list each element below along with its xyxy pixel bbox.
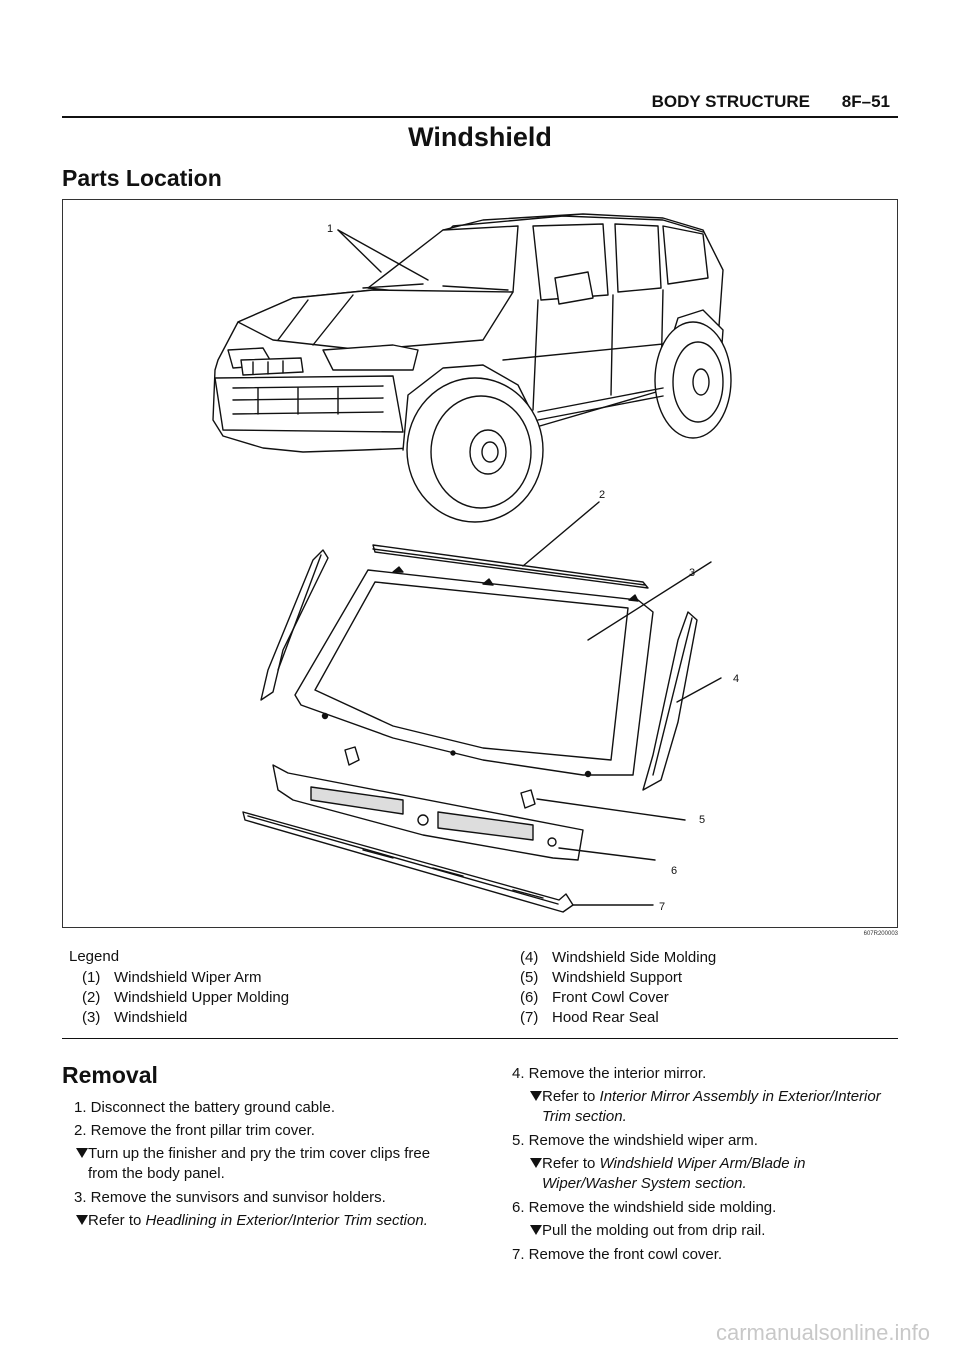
vehicle-illustration — [212, 213, 732, 523]
legend-column-right: (4) Windshield Side Molding (5) Windshield… — [520, 948, 716, 1028]
legend-item: (2) Windshield Upper Molding — [82, 988, 289, 1008]
legend-title: Legend — [69, 948, 120, 965]
removal-note: Turn up the finisher and pry the trim co… — [74, 1144, 464, 1184]
note-reference: Windshield Wiper Arm/Blade in Wiper/Wash… — [542, 1155, 806, 1192]
removal-step: 1. Disconnect the battery ground cable. — [74, 1099, 335, 1116]
removal-step: 6. Remove the windshield side molding. — [512, 1199, 777, 1216]
note-triangle-icon — [530, 1225, 542, 1235]
legend-item: (6) Front Cowl Cover — [520, 988, 716, 1008]
right-side-molding-part — [642, 611, 722, 791]
watermark: carmanualsonline.info — [715, 1320, 930, 1345]
figure-code: 607R200003 — [863, 931, 898, 937]
front-cowl-cover-part — [272, 764, 656, 861]
legend-number: (1) — [82, 969, 101, 986]
parts-illustration: 1 2 3 4 5 6 7 — [212, 213, 739, 913]
callout-5: 5 — [699, 814, 705, 826]
removal-note: Refer to Interior Mirror Assembly in Ext… — [512, 1087, 900, 1127]
callout-3: 3 — [689, 567, 695, 579]
header-page-number: 8F–51 — [841, 92, 890, 111]
legend-label: Windshield Upper Molding — [114, 989, 290, 1006]
windshield-part — [294, 561, 712, 778]
legend-label: Windshield Side Molding — [552, 949, 717, 966]
callout-2: 2 — [599, 489, 605, 501]
callout-7: 7 — [659, 901, 665, 913]
legend-number: (7) — [520, 1009, 539, 1026]
note-text: Refer to — [88, 1212, 146, 1229]
legend-column-left: (1) Windshield Wiper Arm (2) Windshield Up… — [82, 968, 289, 1028]
upper-molding-part — [372, 501, 649, 589]
legend-label: Front Cowl Cover — [552, 989, 669, 1006]
note-triangle-icon — [76, 1215, 88, 1225]
removal-note: Refer to Windshield Wiper Arm/Blade in W… — [512, 1154, 900, 1194]
note-reference: Headlining in Exterior/Interior Trim sec… — [145, 1212, 428, 1229]
legend-number: (4) — [520, 949, 539, 966]
legend-divider — [62, 1038, 898, 1039]
page-header: BODY STRUCTURE 8F–51 — [62, 88, 898, 118]
legend-item: (7) Hood Rear Seal — [520, 1008, 716, 1028]
note-text: Refer to — [542, 1088, 600, 1105]
note-triangle-icon — [530, 1091, 542, 1101]
callout-1: 1 — [327, 223, 333, 235]
parts-location-title: Parts Location — [62, 165, 222, 191]
legend-label: Windshield Wiper Arm — [114, 969, 262, 986]
note-triangle-icon — [530, 1158, 542, 1168]
legend-label: Windshield Support — [552, 969, 683, 986]
legend-item: (3) Windshield — [82, 1008, 289, 1028]
callout-6: 6 — [671, 865, 677, 877]
removal-step: 5. Remove the windshield wiper arm. — [512, 1132, 758, 1149]
legend-number: (5) — [520, 969, 539, 986]
legend-item: (5) Windshield Support — [520, 968, 716, 988]
hood-rear-seal-part — [242, 811, 654, 913]
removal-column-left: 1. Disconnect the battery ground cable. … — [74, 1098, 464, 1235]
parts-location-figure: 1 2 3 4 5 6 7 — [62, 199, 898, 928]
legend-label: Windshield — [114, 1009, 188, 1026]
header-section-title: BODY STRUCTURE — [651, 92, 810, 111]
removal-note: Pull the molding out from drip rail. — [512, 1221, 900, 1241]
note-triangle-icon — [76, 1148, 88, 1158]
windshield-support-part — [344, 746, 686, 821]
page-title: Windshield — [408, 122, 552, 152]
note-text: Refer to — [542, 1155, 600, 1172]
note-text: Pull the molding out from drip rail. — [542, 1222, 766, 1239]
removal-note: Refer to Headlining in Exterior/Interior… — [74, 1211, 464, 1231]
removal-step: 4. Remove the interior mirror. — [512, 1065, 707, 1082]
callout-4: 4 — [733, 673, 739, 685]
removal-title: Removal — [62, 1062, 158, 1088]
removal-column-right: 4. Remove the interior mirror. Refer to … — [512, 1064, 900, 1268]
legend-label: Hood Rear Seal — [552, 1009, 659, 1026]
left-side-molding-part — [260, 549, 329, 701]
legend-number: (6) — [520, 989, 539, 1006]
removal-step: 2. Remove the front pillar trim cover. — [74, 1122, 315, 1139]
removal-step: 3. Remove the sunvisors and sunvisor hol… — [74, 1189, 386, 1206]
legend-item: (4) Windshield Side Molding — [520, 948, 716, 968]
legend-number: (3) — [82, 1009, 101, 1026]
legend-item: (1) Windshield Wiper Arm — [82, 968, 289, 988]
legend-number: (2) — [82, 989, 101, 1006]
note-text: Turn up the finisher and pry the trim co… — [88, 1145, 431, 1182]
note-reference: Interior Mirror Assembly in Exterior/Int… — [542, 1088, 881, 1125]
removal-step: 7. Remove the front cowl cover. — [512, 1246, 723, 1263]
